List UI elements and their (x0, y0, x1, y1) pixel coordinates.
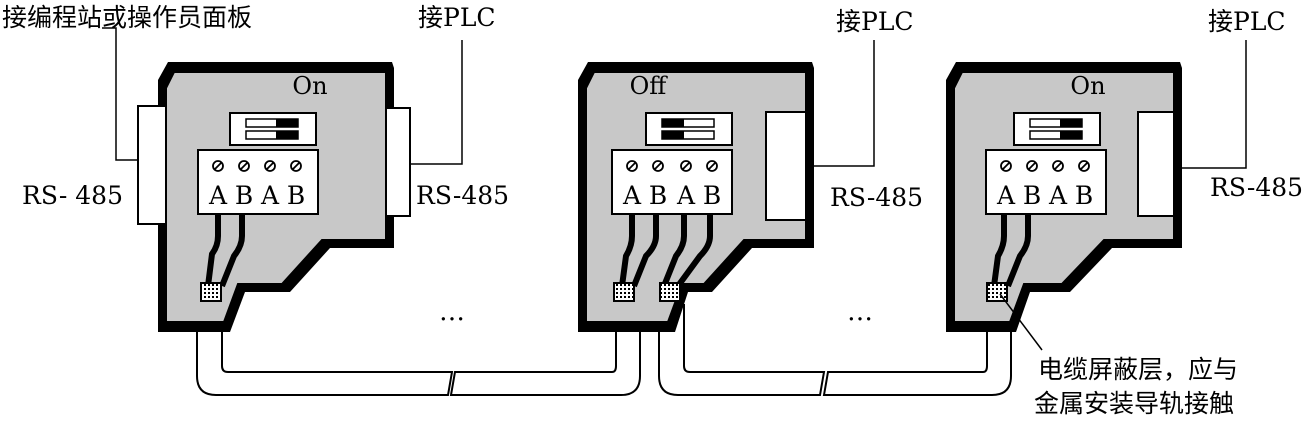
screw-slot (240, 162, 248, 170)
switch-label: Off (630, 72, 669, 100)
terminal-label: B (235, 181, 253, 210)
ellipsis: … (439, 297, 465, 327)
note-connect-plc: 接PLC (418, 3, 496, 32)
screw-slot (708, 162, 716, 170)
cable-clamp (200, 282, 222, 302)
wires (619, 214, 713, 288)
right-port (1137, 111, 1175, 217)
termination-switch (229, 112, 317, 146)
shield-note-line2: 金属安装导轨接触 (1034, 389, 1234, 418)
leader-lines (102, 27, 1247, 351)
shield-note-line1: 电缆屏蔽层，应与 (1038, 355, 1238, 384)
left-port (137, 105, 167, 225)
cable-clamp (659, 282, 681, 302)
screw-slot (682, 162, 690, 170)
cable-clamp (613, 282, 635, 302)
screw-slot (292, 162, 300, 170)
terminal-screws (212, 160, 1090, 172)
switch-label: On (1070, 72, 1105, 100)
bus-cable (196, 304, 1012, 396)
screw-slot (654, 162, 662, 170)
terminal-label: B (1075, 181, 1093, 210)
terminal-label: B (703, 181, 721, 210)
terminal-label: A (1048, 181, 1068, 210)
terminal-label: B (1023, 181, 1041, 210)
terminal-labels: A B A B A B A B A B A B (208, 181, 1093, 210)
terminal-label: A (676, 181, 696, 210)
wires (991, 214, 1031, 288)
switch-label: On (292, 72, 327, 100)
screw-slot (1054, 162, 1062, 170)
screw-slot (266, 162, 274, 170)
wires (205, 214, 245, 288)
right-port (385, 107, 411, 217)
ellipsis: … (847, 297, 873, 327)
rs485-label: RS-485 (830, 183, 923, 212)
rs485-label: RS-485 (1210, 173, 1303, 202)
note-programming-station: 接编程站或操作员面板 (2, 3, 252, 32)
termination-switch (1013, 112, 1101, 146)
terminal-label: A (260, 181, 280, 210)
switch-slider (1060, 119, 1082, 127)
rs485-label: RS-485 (416, 181, 509, 210)
terminal-label: B (649, 181, 667, 210)
terminal-label: A (996, 181, 1016, 210)
screw-slot (1002, 162, 1010, 170)
connector-2 (578, 62, 814, 332)
screw-slot (214, 162, 222, 170)
connector-3 (946, 62, 1182, 332)
note-connect-plc: 接PLC (1208, 7, 1286, 36)
screw-slot (628, 162, 636, 170)
switch-slider (662, 119, 684, 127)
note-connect-plc: 接PLC (836, 7, 914, 36)
termination-switch (645, 112, 733, 146)
right-port (765, 111, 807, 221)
switch-slider (276, 119, 298, 127)
screw-slot (1080, 162, 1088, 170)
terminal-label: A (208, 181, 228, 210)
terminal-label: B (287, 181, 305, 210)
terminal-label: A (622, 181, 642, 210)
rs485-label-left: RS- 485 (22, 181, 123, 210)
connector-1 (137, 62, 411, 332)
screw-slot (1028, 162, 1036, 170)
